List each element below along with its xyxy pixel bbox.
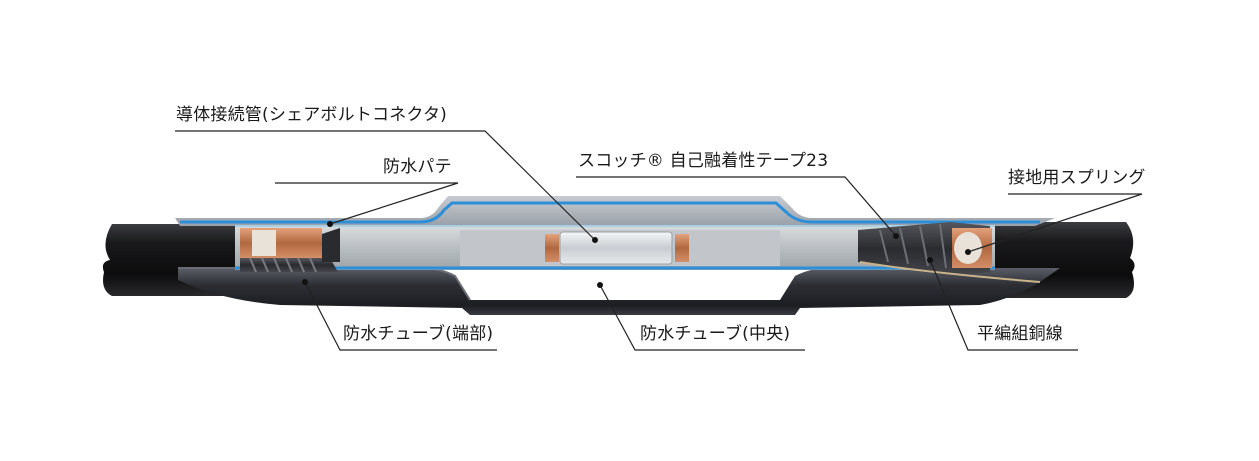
leader-lines: [175, 130, 1143, 351]
left-conductor: [240, 228, 340, 273]
leader-conductor-connector: [175, 130, 596, 241]
leader-ground-spring: [967, 193, 1143, 253]
label-braided-copper: 平編組銅線: [977, 324, 1063, 344]
label-scotch-tape: スコッチ® 自己融着性テープ23: [578, 151, 829, 171]
label-waterproof-putty: 防水パテ: [383, 157, 452, 177]
label-tube-center: 防水チューブ(中央): [640, 324, 791, 344]
leader-scotch-tape: [576, 176, 897, 237]
label-ground-spring: 接地用スプリング: [1008, 168, 1146, 188]
label-tube-end: 防水チューブ(端部): [343, 324, 494, 344]
leader-tube-end: [304, 281, 497, 351]
label-conductor-connector: 導体接続管(シェアボルトコネクタ): [176, 105, 447, 125]
shear-bolt-connector: [545, 231, 689, 265]
outer-tube-upper: [175, 196, 1055, 226]
leader-tube-center: [599, 284, 805, 351]
right-tape-wrap: [858, 222, 1041, 283]
leader-braided-copper: [929, 259, 1078, 351]
leader-dots: [302, 221, 971, 288]
leader-waterproof-putty: [275, 182, 459, 225]
